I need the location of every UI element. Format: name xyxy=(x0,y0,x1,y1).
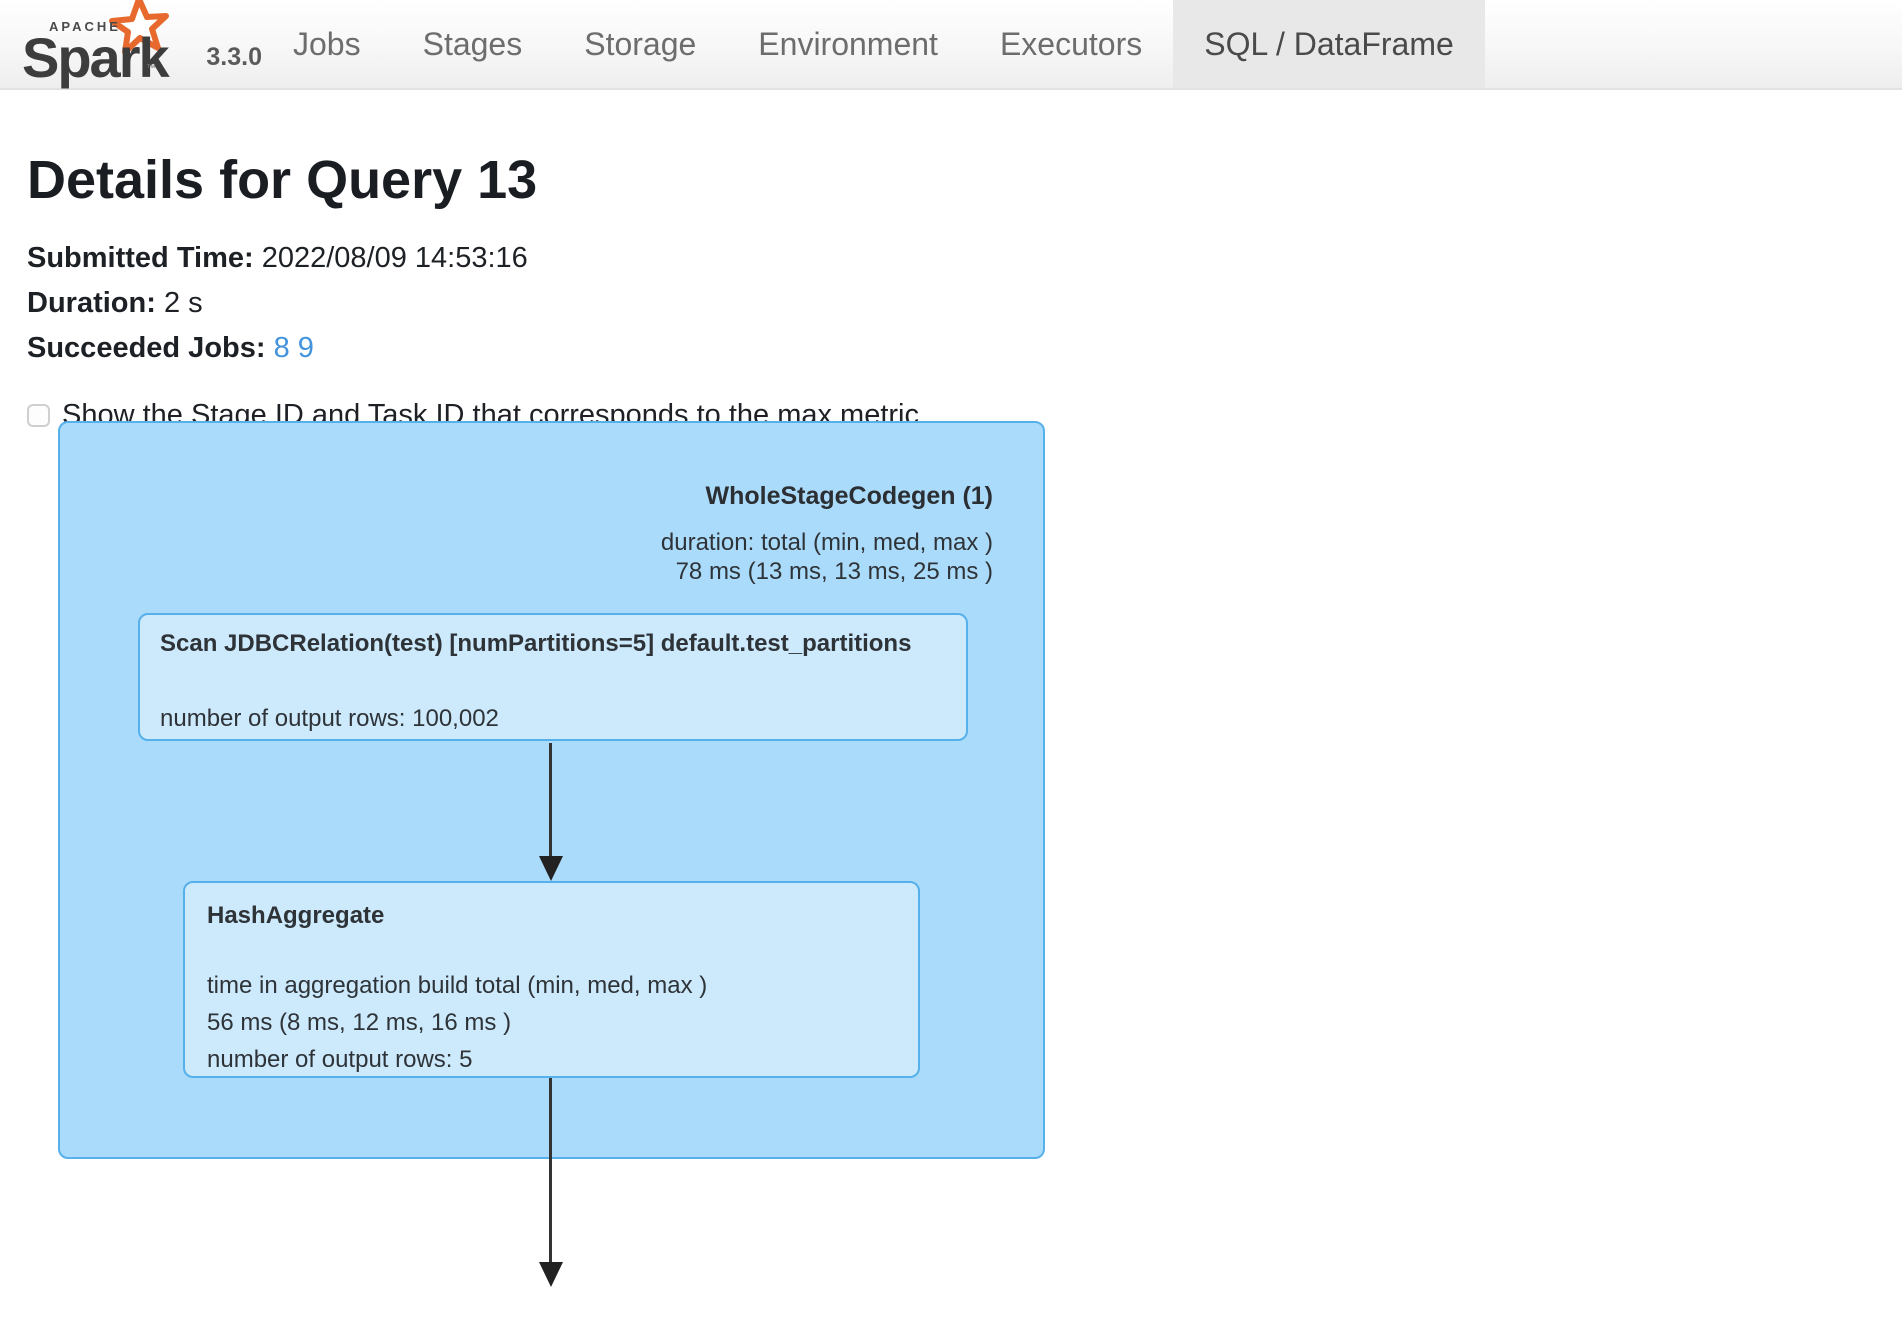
hashaggregate-node-title: HashAggregate xyxy=(207,902,385,929)
duration-label: Duration: xyxy=(27,287,156,319)
hashaggregate-metric-line: 56 ms (8 ms, 12 ms, 16 ms ) xyxy=(207,1009,512,1036)
edge-hashaggregate-down xyxy=(549,1078,552,1262)
scan-jdbcrelation-node: Scan JDBCRelation(test) [numPartitions=5… xyxy=(138,613,968,741)
spark-logo-link[interactable]: APACHE Spark ™ 3.3.0 xyxy=(0,0,262,89)
trademark-symbol: ™ xyxy=(146,63,156,74)
query-details-section: Details for Query 13 Submitted Time: 202… xyxy=(0,90,1902,431)
submitted-time-label: Submitted Time: xyxy=(27,242,254,274)
cluster-metrics: duration: total (min, med, max ) 78 ms (… xyxy=(661,528,993,586)
submitted-time-row: Submitted Time: 2022/08/09 14:53:16 xyxy=(27,236,1902,281)
succeeded-jobs-label: Succeeded Jobs: xyxy=(27,332,266,364)
nav-tabs: Jobs Stages Storage Environment Executor… xyxy=(262,0,1485,88)
page-title: Details for Query 13 xyxy=(27,150,538,210)
arrowhead-icon xyxy=(539,856,563,881)
scan-metric-line: number of output rows: 100,002 xyxy=(160,705,499,732)
spark-version: 3.3.0 xyxy=(206,42,262,71)
scan-node-title: Scan JDBCRelation(test) [numPartitions=5… xyxy=(160,630,912,657)
apache-wordmark: APACHE xyxy=(49,19,121,34)
plan-visualization: WholeStageCodegen (1) duration: total (m… xyxy=(0,421,1902,1288)
job-link-8[interactable]: 8 xyxy=(273,332,290,364)
submitted-time-value: 2022/08/09 14:53:16 xyxy=(261,242,528,274)
max-metric-checkbox[interactable] xyxy=(27,404,50,427)
duration-row: Duration: 2 s xyxy=(27,281,1902,326)
tab-stages[interactable]: Stages xyxy=(422,25,523,62)
job-link-9[interactable]: 9 xyxy=(297,332,314,364)
scan-node-metrics: number of output rows: 100,002 xyxy=(160,704,946,734)
cluster-label: WholeStageCodegen (1) duration: total (m… xyxy=(661,479,993,586)
tab-sql-dataframe[interactable]: SQL / DataFrame xyxy=(1173,0,1485,88)
duration-value: 2 s xyxy=(163,287,203,319)
cluster-metric-line: 78 ms (13 ms, 13 ms, 25 ms ) xyxy=(675,558,993,585)
tab-executors[interactable]: Executors xyxy=(999,25,1143,62)
tab-jobs[interactable]: Jobs xyxy=(293,25,361,62)
hashaggregate-metric-line: time in aggregation build total (min, me… xyxy=(207,972,708,999)
hashaggregate-node: HashAggregate time in aggregation build … xyxy=(183,881,920,1078)
edge-scan-to-hashaggregate xyxy=(549,743,552,857)
tab-storage[interactable]: Storage xyxy=(584,25,697,62)
spark-logo: APACHE Spark ™ xyxy=(22,0,176,89)
succeeded-jobs-row: Succeeded Jobs: 8 9 xyxy=(27,326,1902,371)
spark-wordmark: Spark xyxy=(22,26,170,89)
cluster-title: WholeStageCodegen (1) xyxy=(705,482,993,510)
spark-star-icon xyxy=(108,0,170,62)
cluster-metric-line: duration: total (min, med, max ) xyxy=(660,529,993,556)
hashaggregate-node-metrics: time in aggregation build total (min, me… xyxy=(207,967,896,1078)
tab-environment[interactable]: Environment xyxy=(758,25,938,62)
top-navbar: APACHE Spark ™ 3.3.0 Jobs Stages Storage… xyxy=(0,0,1902,90)
arrowhead-icon xyxy=(539,1262,563,1287)
hashaggregate-metric-line: number of output rows: 5 xyxy=(207,1046,473,1073)
